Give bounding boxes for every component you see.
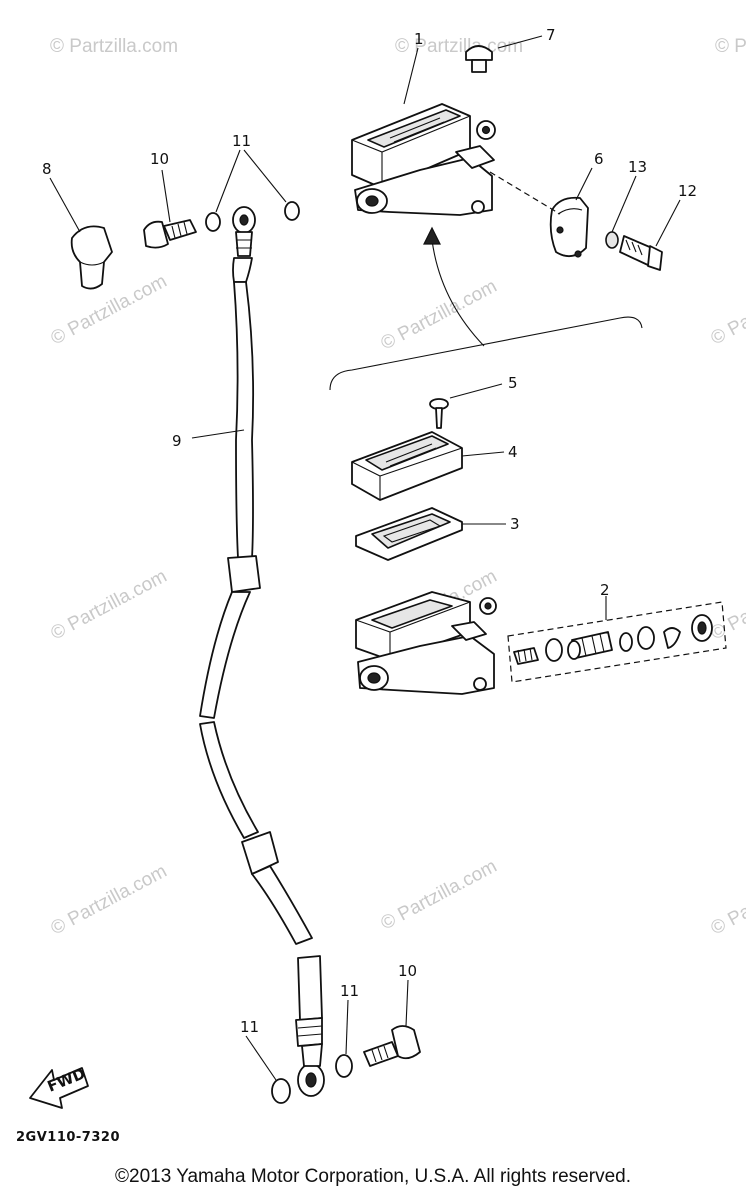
washer-bottom-left-part-11 bbox=[271, 1078, 291, 1104]
alignment-dash-line bbox=[489, 171, 561, 215]
callout-2: 2 bbox=[600, 581, 610, 599]
watermark: © Partzilla.com bbox=[707, 271, 746, 350]
callout-11-bottom-left: 11 bbox=[240, 1018, 259, 1036]
callout-8: 8 bbox=[42, 160, 52, 178]
watermark: © Partzilla.com bbox=[377, 276, 500, 355]
union-bolt-cover-part-8 bbox=[70, 225, 113, 290]
leader-lines bbox=[49, 35, 681, 1081]
copyright-notice: ©2013 Yamaha Motor Corporation, U.S.A. A… bbox=[115, 1166, 631, 1187]
washer-bottom-right-part-11 bbox=[335, 1054, 353, 1078]
union-bolt-bottom-part-10 bbox=[363, 1025, 421, 1067]
assembly-arrowhead bbox=[423, 226, 441, 245]
callout-labels: 1 2 3 4 5 6 7 8 9 10 10 11 11 11 12 13 bbox=[42, 26, 697, 1036]
watermark: © Partzilla.com bbox=[50, 36, 178, 57]
callout-13: 13 bbox=[628, 158, 647, 176]
callout-6: 6 bbox=[594, 150, 604, 168]
assembly-arrow bbox=[431, 239, 485, 347]
watermark: © Partzilla.com bbox=[47, 271, 170, 350]
callout-3: 3 bbox=[510, 515, 520, 533]
callout-11-bottom-right: 11 bbox=[340, 982, 359, 1000]
washer-part-13 bbox=[605, 231, 619, 249]
callout-10-top: 10 bbox=[150, 150, 169, 168]
watermark: © Partzilla.com bbox=[707, 566, 746, 645]
forward-arrow: FWD bbox=[29, 1064, 89, 1109]
piston-kit-part-2 bbox=[507, 596, 727, 683]
washer-top-right-part-11 bbox=[284, 201, 300, 221]
watermark: © Partzilla.com bbox=[47, 861, 170, 940]
holder-clamp-part-6 bbox=[549, 196, 589, 258]
washer-top-left-part-11 bbox=[205, 212, 221, 232]
callout-12: 12 bbox=[678, 182, 697, 200]
callout-11-top: 11 bbox=[232, 132, 251, 150]
callout-7: 7 bbox=[546, 26, 556, 44]
master-cylinder-assembly bbox=[351, 103, 496, 216]
callout-9: 9 bbox=[172, 432, 182, 450]
bolt-part-12 bbox=[619, 235, 663, 271]
watermark: © Partzilla.com bbox=[715, 36, 746, 57]
callout-4: 4 bbox=[508, 443, 518, 461]
callout-1: 1 bbox=[414, 30, 424, 48]
watermark: © Partzilla.com bbox=[707, 861, 746, 940]
cap-bolt-part-7 bbox=[465, 45, 493, 73]
callout-10-bottom: 10 bbox=[398, 962, 417, 980]
callout-5: 5 bbox=[508, 374, 518, 392]
watermark: © Partzilla.com bbox=[377, 856, 500, 935]
union-bolt-top-part-10 bbox=[143, 219, 197, 249]
brake-hose-part-9 bbox=[199, 206, 325, 1097]
diagram-code: 2GV110-7320 bbox=[16, 1130, 120, 1145]
master-cylinder-body-exploded bbox=[355, 591, 497, 695]
screw-part-5 bbox=[429, 398, 449, 429]
watermark: © Partzilla.com bbox=[47, 566, 170, 645]
diaphragm-part-3 bbox=[355, 507, 463, 561]
group-bracket bbox=[329, 316, 643, 391]
reservoir-cap-part-4 bbox=[351, 431, 463, 501]
